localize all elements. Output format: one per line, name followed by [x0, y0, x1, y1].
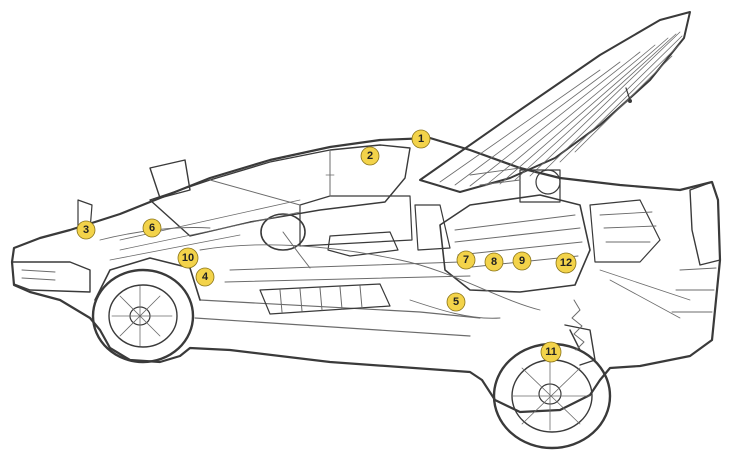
callout-9: 9	[512, 251, 532, 271]
svg-text:4: 4	[202, 271, 209, 283]
svg-text:11: 11	[545, 346, 557, 358]
callout-3: 3	[76, 220, 96, 240]
callout-5: 5	[446, 292, 466, 312]
rear-wheel	[492, 299, 612, 450]
callout-8: 8	[484, 252, 504, 272]
callout-4: 4	[195, 267, 215, 287]
front-wheel	[91, 257, 201, 364]
svg-text:8: 8	[491, 256, 497, 268]
svg-text:9: 9	[519, 255, 525, 267]
engine	[439, 167, 661, 293]
callouts: 1 2 3 4 5 6 7 8 9 10 11	[76, 129, 577, 363]
callout-1: 1	[411, 129, 431, 149]
callout-2: 2	[360, 146, 380, 166]
callout-7: 7	[456, 250, 476, 270]
svg-text:3: 3	[83, 224, 89, 236]
svg-text:5: 5	[453, 296, 459, 308]
engine-cover-open	[419, 11, 691, 193]
wiring-details	[99, 174, 691, 319]
svg-text:6: 6	[149, 222, 155, 234]
interior	[109, 199, 471, 315]
svg-text:2: 2	[367, 150, 373, 162]
svg-text:12: 12	[560, 257, 572, 269]
svg-text:7: 7	[463, 254, 469, 266]
callout-10: 10	[177, 247, 199, 269]
svg-text:10: 10	[182, 252, 194, 264]
callout-6: 6	[142, 218, 162, 238]
callout-11: 11	[540, 341, 562, 363]
svg-text:1: 1	[418, 133, 424, 145]
callout-12: 12	[555, 252, 577, 274]
